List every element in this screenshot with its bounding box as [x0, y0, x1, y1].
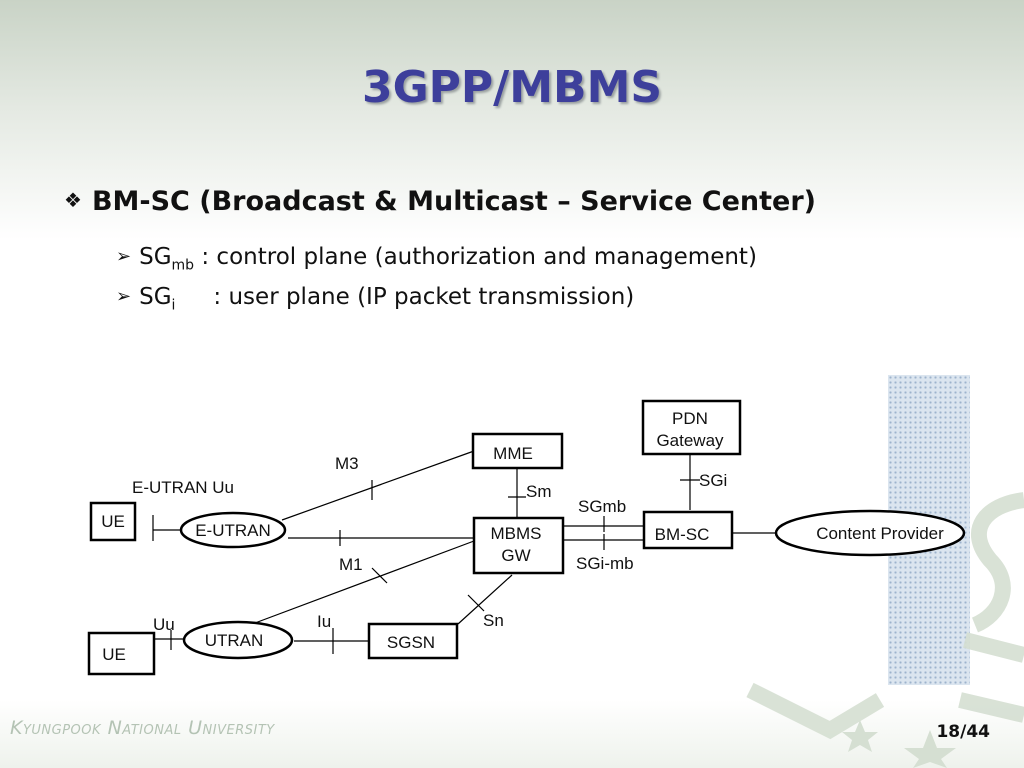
- link-m3: [281, 450, 475, 521]
- header-background: [0, 0, 1024, 240]
- ue-top-box: [89, 501, 137, 542]
- sgsn-label: SGSN: [387, 633, 435, 652]
- arrow-bullet-icon: ➢: [116, 246, 132, 267]
- bmsc-label: BM-SC: [655, 525, 710, 544]
- slide-title: 3GPP/MBMS: [361, 62, 663, 113]
- sub-bullet-sgmb: ➢ SGmb : control plane (authorization and…: [116, 244, 757, 274]
- sgi-subscript: i: [171, 297, 176, 314]
- bmsc-box: [642, 510, 734, 550]
- mme-label: MME: [493, 444, 533, 463]
- label-eutran-uu: E-UTRAN Uu: [132, 478, 234, 497]
- pdn-gateway-label-1: PDN: [672, 409, 708, 428]
- sgmb-main: SG: [139, 244, 172, 270]
- tick-sn: [467, 594, 485, 612]
- mbms-gw-label-1: MBMS: [491, 524, 542, 543]
- eutran-ellipse: [179, 511, 287, 549]
- label-iu: Iu: [317, 612, 331, 631]
- mme-box: [471, 432, 564, 470]
- utran-ellipse: [182, 620, 294, 660]
- label-m3: M3: [335, 454, 359, 473]
- label-sgmb: SGmb: [578, 497, 626, 516]
- sgi-main: SG: [139, 284, 172, 310]
- ue-bottom-box: [87, 631, 156, 676]
- content-provider-label: Content Provider: [816, 524, 944, 543]
- tick-m1: [371, 567, 388, 584]
- link-utran-mbmsgw: [254, 540, 475, 624]
- content-provider-ellipse: [774, 509, 966, 557]
- page-number: 18/44: [936, 722, 990, 742]
- mbms-gw-box: [472, 516, 565, 575]
- main-bullet: ❖ BM-SC (Broadcast & Multicast – Service …: [64, 186, 816, 217]
- link-sn: [457, 574, 513, 625]
- mbms-gw-label-2: GW: [501, 546, 530, 565]
- label-sgi: SGi: [699, 471, 727, 490]
- eutran-label: E-UTRAN: [195, 521, 271, 540]
- ue-bottom-label: UE: [102, 645, 126, 664]
- sub-bullet-sgi: ➢ SGi : user plane (IP packet transmission…: [116, 284, 634, 314]
- label-sn: Sn: [483, 611, 504, 630]
- sgmb-subscript: mb: [171, 257, 195, 274]
- sgi-description: : user plane (IP packet transmission): [213, 284, 635, 310]
- diamond-bullet-icon: ❖: [64, 188, 82, 212]
- pdn-gateway-box: [641, 399, 742, 456]
- sgmb-description: : control plane (authorization and manag…: [194, 244, 757, 270]
- ue-top-label: UE: [101, 512, 125, 531]
- utran-label: UTRAN: [205, 631, 264, 650]
- main-bullet-text: BM-SC (Broadcast & Multicast – Service C…: [91, 186, 817, 217]
- label-sgi-mb: SGi-mb: [576, 554, 634, 573]
- sgsn-box: [367, 622, 459, 660]
- pdn-gateway-label-2: Gateway: [656, 431, 724, 450]
- label-m1: M1: [339, 555, 363, 574]
- label-uu: Uu: [153, 615, 175, 634]
- label-sm: Sm: [526, 482, 552, 501]
- university-footer: Kyungpook National University: [10, 717, 275, 739]
- arrow-bullet-icon: ➢: [116, 286, 132, 307]
